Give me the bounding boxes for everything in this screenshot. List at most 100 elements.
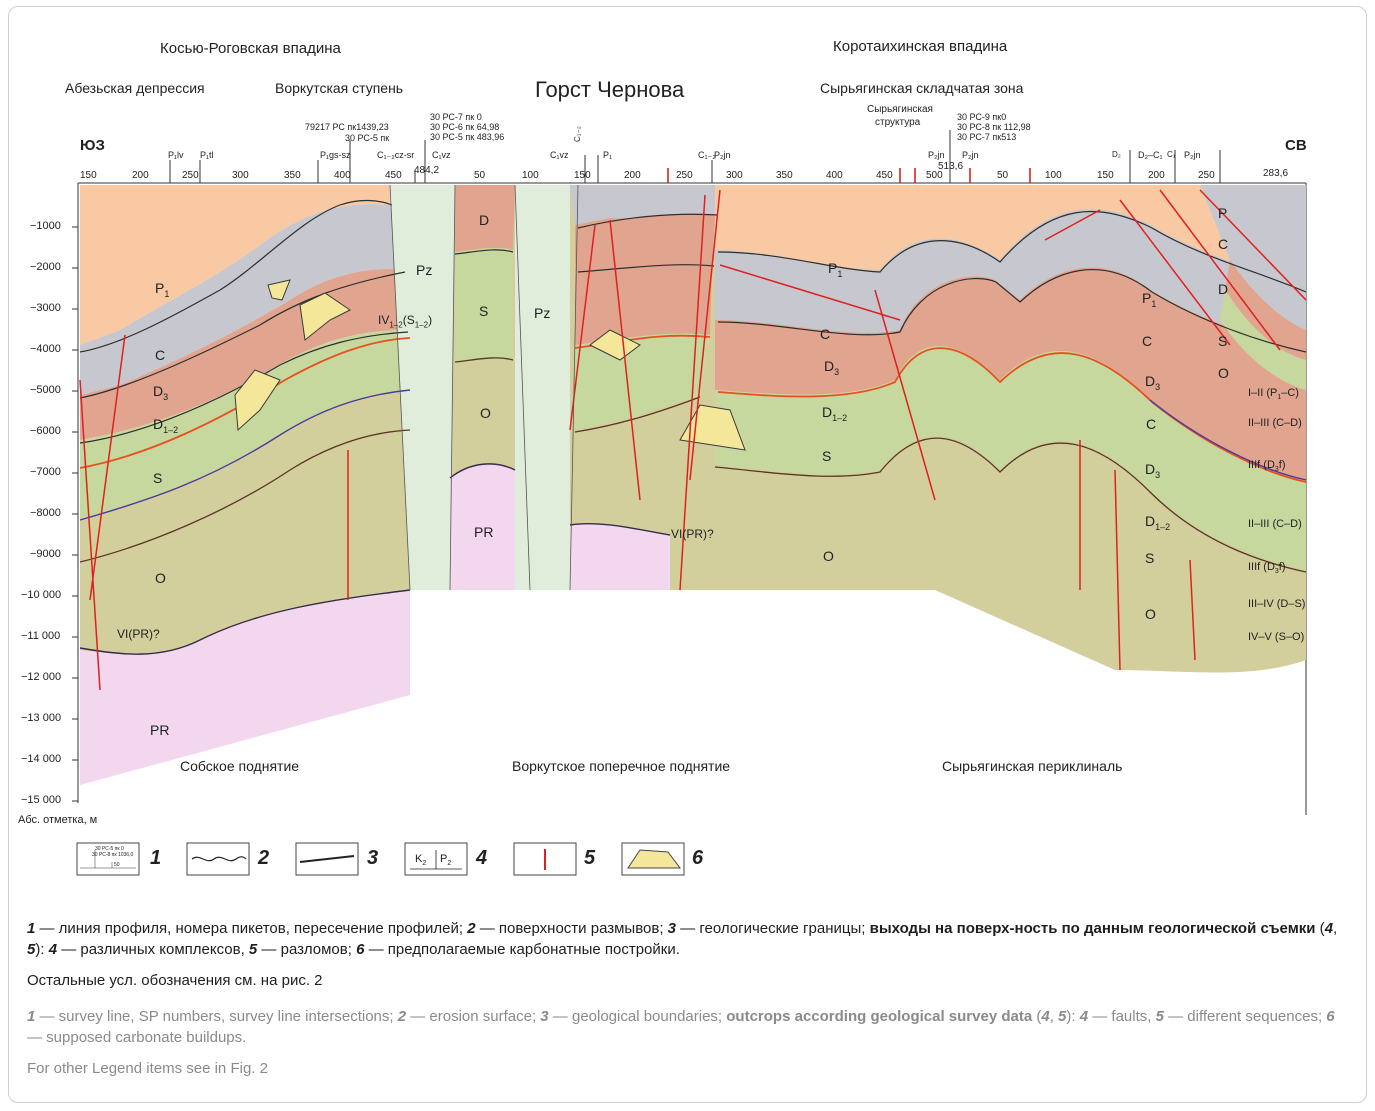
s-body-left bbox=[80, 330, 410, 520]
unit-p1-left: P1 bbox=[155, 280, 170, 299]
legend-number-1: 1 bbox=[150, 847, 162, 869]
geological-section bbox=[72, 130, 1307, 876]
horizon-label-7: IV–V (S–O) bbox=[1248, 631, 1305, 643]
depth-tick-label: −6000 bbox=[30, 425, 61, 437]
depth-tick-label: −8000 bbox=[30, 507, 61, 519]
legend-number-2: 2 bbox=[258, 847, 270, 869]
sp-tick: 250 bbox=[182, 170, 199, 181]
profile-30-8: 30 РС-8 пк 112,98 bbox=[957, 122, 1031, 132]
horizon-label-4: II–III (C–D) bbox=[1248, 518, 1302, 530]
outcrop-label: C₁vz bbox=[432, 150, 451, 160]
unit-o-right: O bbox=[823, 548, 834, 564]
unit-s-right: S bbox=[822, 448, 832, 464]
d-body-mid bbox=[575, 213, 715, 270]
unit-p1-far: P1 bbox=[1142, 290, 1157, 309]
d-body-right bbox=[715, 267, 1306, 480]
o-body-left bbox=[80, 390, 410, 655]
unit-o-topright: O bbox=[1218, 365, 1229, 381]
unit-d3-left: D3 bbox=[153, 383, 169, 402]
unit-c-topright: C bbox=[1218, 236, 1229, 252]
sp-tick: 200 bbox=[1148, 170, 1165, 181]
pr-body-horst bbox=[450, 463, 515, 590]
region-abez: Абезьская депрессия bbox=[65, 80, 205, 96]
unit-s-far: S bbox=[1145, 550, 1155, 566]
sp-tick: 200 bbox=[132, 170, 149, 181]
depth-ticks bbox=[72, 226, 78, 802]
outcrop-label: D₂–C₁ bbox=[1138, 150, 1163, 160]
label-vi-pr-left: VI(PR)? bbox=[117, 627, 160, 641]
c-body-far-right bbox=[1200, 185, 1306, 330]
unit-s-horst: S bbox=[479, 303, 489, 319]
outcrop-label: C₁₋₂ bbox=[573, 126, 582, 142]
sp-tick: 400 bbox=[334, 170, 351, 181]
legend-number-4: 4 bbox=[476, 847, 488, 869]
depth-tick-label: −3000 bbox=[30, 302, 61, 314]
s-body-right bbox=[715, 346, 1306, 570]
profile-79217: 79217 РС пк1439,23 bbox=[305, 122, 389, 132]
unit-pr-left: PR bbox=[150, 722, 170, 738]
profile-30-5: 30 РС-5 пк bbox=[345, 133, 390, 143]
profile-30-5b: 30 РС-5 пк 483,96 bbox=[430, 132, 505, 142]
region-vorkuta-step: Воркутская ступень bbox=[275, 80, 404, 96]
sp-tick: 50 bbox=[997, 170, 1009, 181]
unit-pr-horst: PR bbox=[474, 524, 494, 540]
legend-profile-icon bbox=[80, 850, 136, 869]
horizon-label-5: IIIf (D3f) bbox=[1248, 561, 1286, 576]
label-vi-pr-mid: VI(PR)? bbox=[671, 527, 714, 541]
profile-end-283: 283,6 bbox=[1263, 168, 1289, 179]
depth-tick-label: −9000 bbox=[30, 548, 61, 560]
depth-tick-label: −5000 bbox=[30, 384, 61, 396]
region-syryagin-structure-2: структура bbox=[875, 117, 921, 128]
legend-erosion-icon bbox=[191, 856, 247, 862]
profile-30-9: 30 РС-9 пк0 bbox=[957, 112, 1007, 122]
pr-top bbox=[79, 463, 671, 655]
depth-tick-label: −1000 bbox=[30, 220, 61, 232]
outcrop-label: C₁₋₂cz-sr bbox=[377, 150, 415, 160]
unit-c-right: C bbox=[820, 326, 831, 342]
sp-tick: 350 bbox=[284, 170, 301, 181]
legend-box-2 bbox=[186, 842, 250, 876]
sp-tick: 150 bbox=[574, 170, 591, 181]
legend-number-5: 5 bbox=[584, 847, 596, 869]
outcrop-label: P₂jn bbox=[928, 150, 945, 160]
outcrop-label: P₁tl bbox=[200, 150, 214, 160]
unit-p1-right: P1 bbox=[828, 260, 843, 279]
s-body-far-right bbox=[1220, 290, 1306, 390]
unit-s-topright: S bbox=[1218, 333, 1228, 349]
s-body-mid bbox=[575, 333, 710, 430]
region-vorkuta-cross: Воркутское поперечное поднятие bbox=[512, 758, 731, 774]
sp-tick: 100 bbox=[522, 170, 539, 181]
depth-tick-label: −15 000 bbox=[21, 794, 62, 806]
c-body-mid bbox=[570, 185, 720, 225]
direction-ne: СВ bbox=[1285, 137, 1307, 154]
legend-number-6: 6 bbox=[692, 847, 704, 869]
profile-30-7: 30 РС-7 пк 0 bbox=[430, 112, 482, 122]
horizon-label-2: II–III (C–D) bbox=[1248, 417, 1302, 429]
unit-d3-far: D3 bbox=[1145, 373, 1161, 392]
depth-tick-label: −4000 bbox=[30, 343, 61, 355]
unit-o-far: O bbox=[1145, 606, 1156, 622]
horizon-label-1: I–II (P1–C) bbox=[1248, 387, 1299, 402]
depth-tick-label: −13 000 bbox=[21, 712, 62, 724]
s-body-horst bbox=[455, 247, 513, 362]
horizon-label-3: IIIf (D3f) bbox=[1248, 459, 1286, 474]
unit-s-left: S bbox=[153, 470, 163, 486]
p1-body-right bbox=[715, 185, 1306, 290]
c-body-right bbox=[715, 209, 1306, 350]
depth-axis-title: Абс. отметка, м bbox=[18, 814, 98, 826]
d12-body-mid bbox=[575, 263, 712, 345]
unit-c-left: C bbox=[155, 347, 166, 363]
unit-d-topright: D bbox=[1218, 281, 1229, 297]
sp-tick: 300 bbox=[726, 170, 743, 181]
unit-c-far-1: C bbox=[1142, 333, 1153, 349]
horizon-d3 bbox=[79, 389, 1306, 521]
unit-d12-far: D1–2 bbox=[1145, 513, 1171, 532]
outcrop-label: P₂jn bbox=[714, 150, 731, 160]
sp-tick: 150 bbox=[80, 170, 97, 181]
outcrop-label: P₂jn bbox=[1184, 150, 1201, 160]
pr-body-mid bbox=[570, 523, 670, 590]
unit-d3-far-2: D3 bbox=[1145, 461, 1161, 480]
sp-ruler bbox=[169, 130, 1221, 183]
depth-tick-label: −10 000 bbox=[21, 589, 62, 601]
legend-boundary-icon bbox=[299, 855, 355, 863]
